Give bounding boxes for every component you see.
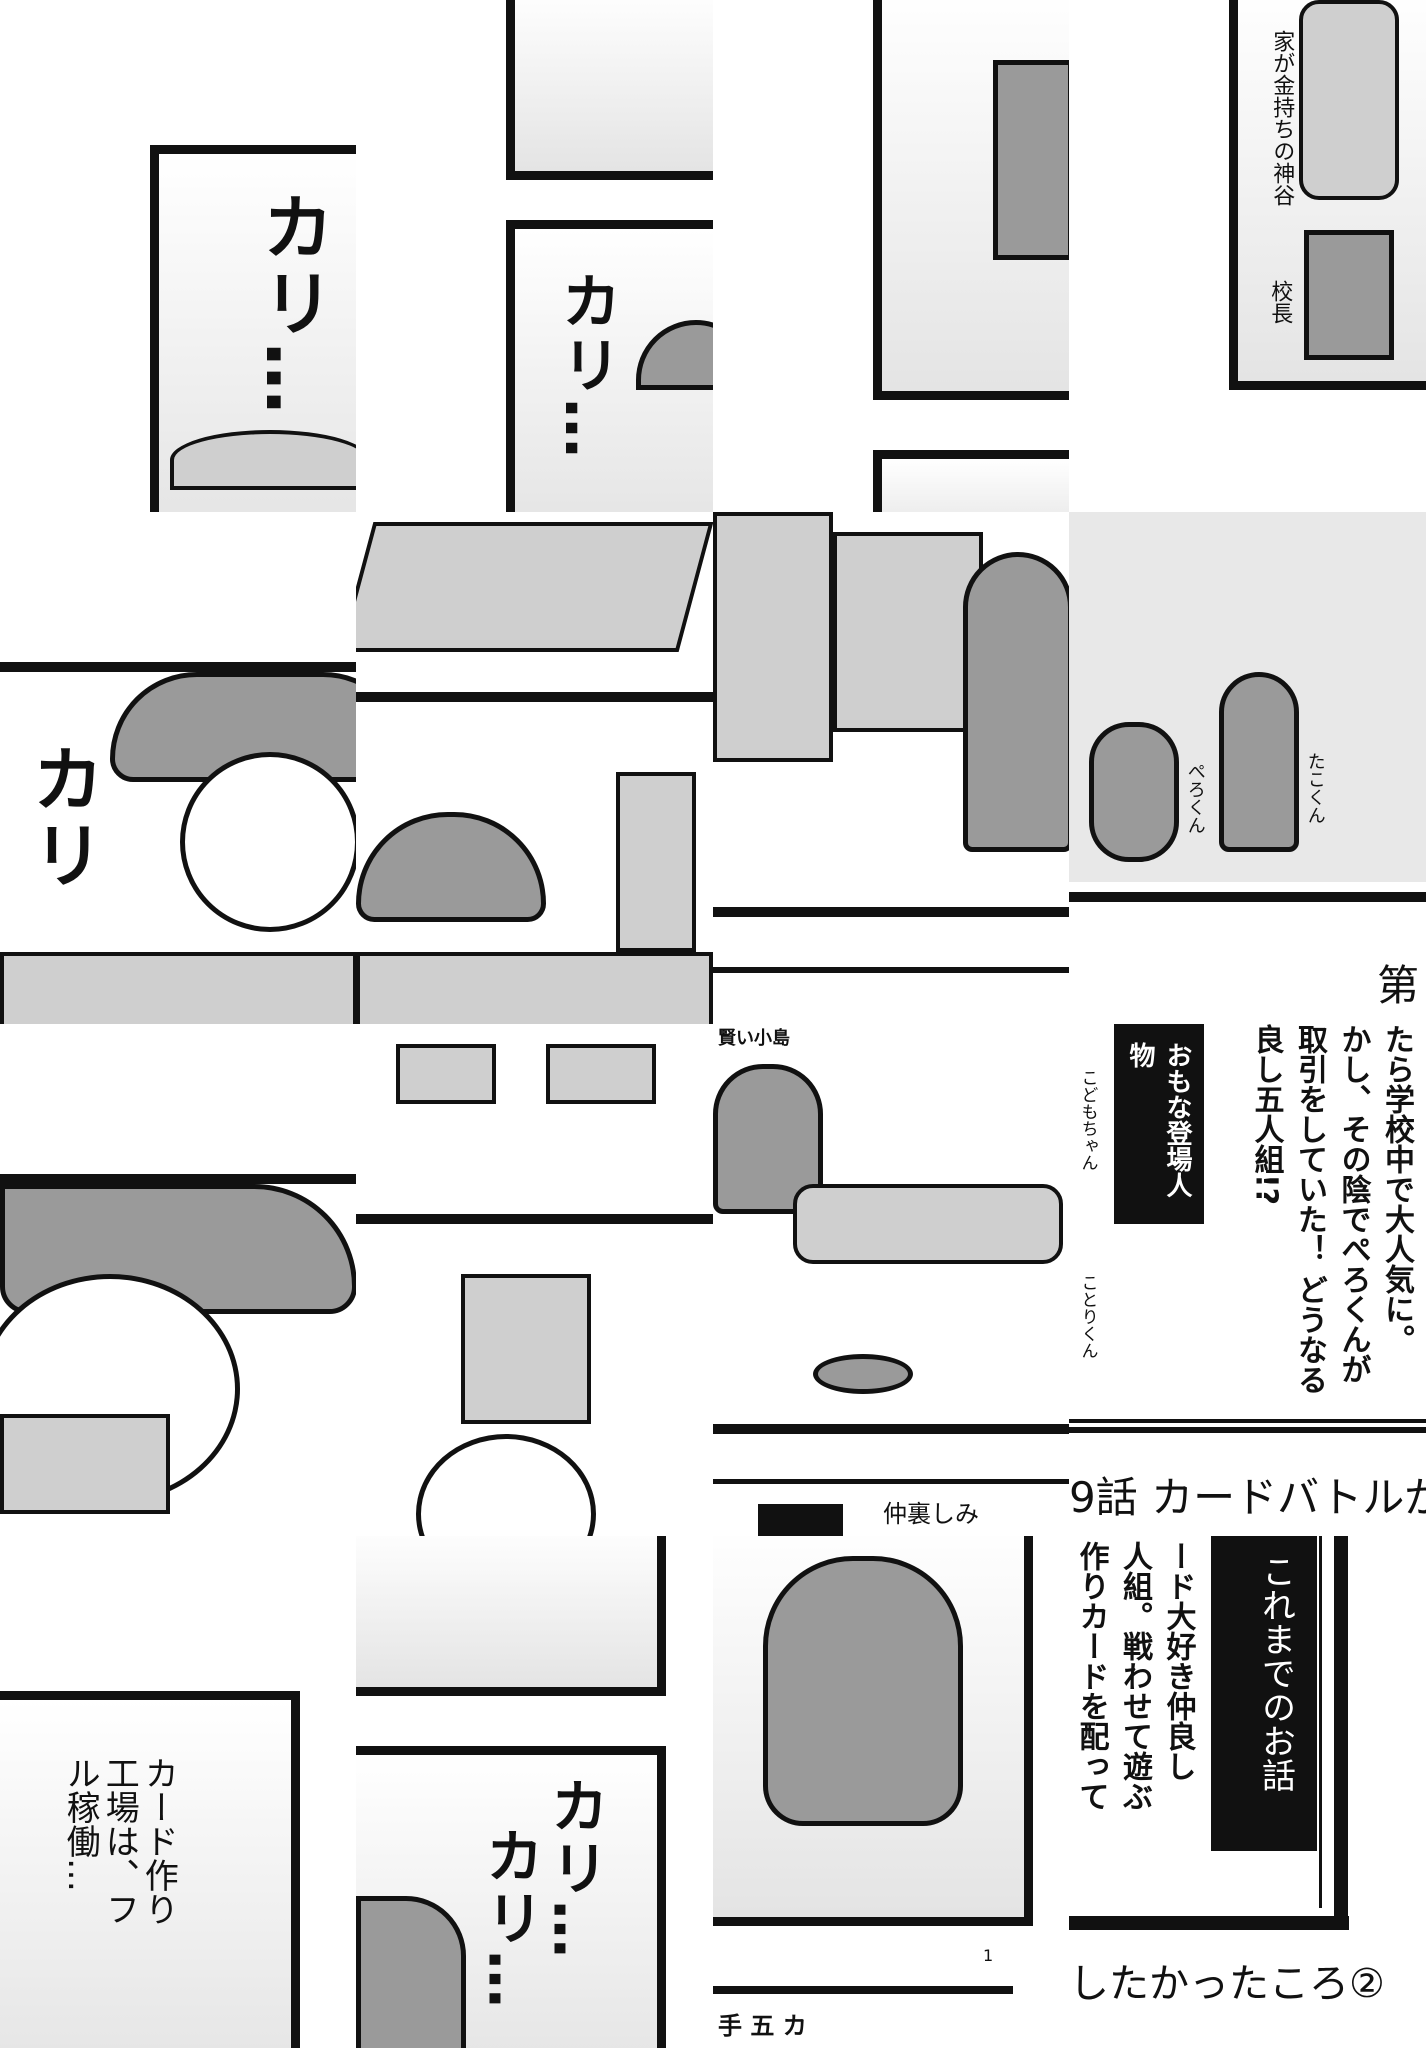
panel-tile: 賢い小島 仲裏しみ xyxy=(713,1024,1070,1536)
panel-tile xyxy=(713,512,1070,1024)
shelf-illustration xyxy=(616,772,696,952)
panel-border xyxy=(356,1214,713,1224)
principal-illustration xyxy=(1304,230,1394,360)
desk-illustration xyxy=(0,952,357,1024)
character-head xyxy=(416,1434,596,1536)
sound-effect: カリ… xyxy=(475,1826,544,2012)
panel-border xyxy=(356,692,713,702)
panel-tile: カリ… カリ… xyxy=(356,1536,713,2048)
shirt-illustration xyxy=(0,1414,170,1514)
sound-effect: カリ… xyxy=(551,270,621,462)
drawer-illustration xyxy=(833,532,983,732)
caption-principal: 校長 xyxy=(1267,280,1293,324)
tako-illustration xyxy=(1219,672,1299,852)
panel-border xyxy=(1069,892,1426,902)
panel-border xyxy=(713,1424,1070,1434)
story-summary: ード大好き仲良し 人組。戦わせて遊ぶ 作りカードを配って xyxy=(1073,1541,1196,1811)
book-illustration xyxy=(170,430,357,490)
caption-kojima: 賢い小島 xyxy=(718,1028,790,1049)
panel-frame xyxy=(873,450,1070,512)
characters-heading: おもな登場人物 xyxy=(1114,1024,1204,1224)
summary-fragment: 手 五 カ xyxy=(718,2012,807,2040)
hat-illustration xyxy=(356,812,546,922)
panel-tile xyxy=(0,1024,357,1536)
sound-effect: カリ… xyxy=(540,1776,609,1962)
panel-tile: カリ xyxy=(0,512,357,1024)
caption-rich-kid: 家が金持ちの神谷 xyxy=(1269,30,1295,206)
panel-tile xyxy=(713,0,1070,512)
character-illustration xyxy=(356,1896,466,2048)
story-heading: これまでのお話 xyxy=(1211,1536,1317,1851)
character-illustration xyxy=(1299,0,1399,200)
calendar-illustration xyxy=(461,1274,591,1424)
panel-border xyxy=(0,1174,357,1184)
panel-tile xyxy=(356,1024,713,1536)
panel-tile: 1 手 五 カ xyxy=(713,1536,1070,2048)
card-illustration xyxy=(546,1044,656,1104)
caption-card-factory: カード作り工場は、フル稼働… xyxy=(60,1756,179,1926)
character-illustration xyxy=(963,552,1070,852)
chapter-subtitle: したかったころ② xyxy=(1069,1961,1385,2007)
table-illustration xyxy=(793,1184,1063,1264)
panel-tile: カード作り工場は、フル稼働… xyxy=(0,1536,357,2048)
shelf-illustration xyxy=(993,60,1070,260)
desk-illustration xyxy=(356,952,713,1024)
chair-illustration xyxy=(713,512,833,762)
panel-frame xyxy=(0,1691,300,2048)
snack-bowl xyxy=(813,1354,913,1394)
panel-tile: 家が金持ちの神谷 校長 xyxy=(1069,0,1426,512)
dog-character-illustration xyxy=(763,1556,963,1826)
character-head xyxy=(180,752,357,932)
page-number: 1 xyxy=(983,1946,994,1965)
book-illustration xyxy=(356,522,713,652)
panel-tile xyxy=(356,512,713,1024)
chapter-prefix: 第 xyxy=(1377,961,1420,1010)
panel-border xyxy=(0,662,357,672)
panel-tile: これまでのお話 ード大好き仲良し 人組。戦わせて遊ぶ 作りカードを配って したか… xyxy=(1069,1536,1426,2048)
panel-tile: カリ… xyxy=(356,0,713,512)
name-tako: たこくん xyxy=(1304,752,1326,824)
sound-effect: カリ xyxy=(19,742,104,894)
panel-frame xyxy=(506,0,713,180)
chapter-title: 9話 カードバトルが xyxy=(1069,1473,1426,1522)
panel-border xyxy=(1069,1916,1349,1930)
panel-border xyxy=(713,1479,1070,1484)
name-kotori: ことりくん xyxy=(1077,1274,1098,1359)
sound-effect: カリ… xyxy=(249,190,334,418)
name-pero: ぺろくん xyxy=(1184,762,1206,834)
panel-border xyxy=(1069,1419,1426,1423)
panel-tile: おもな登場人物 こどもちゃん ことりくん たら学校中で大人気に。 かし、その陰で… xyxy=(1069,1024,1426,1536)
summary-fragment: 仲裏しみ xyxy=(883,1500,979,1528)
name-kodomo: こどもちゃん xyxy=(1077,1069,1098,1171)
panel-frame xyxy=(356,1536,666,1696)
panel-border xyxy=(713,907,1070,917)
summary-text: たら学校中で大人気に。 かし、その陰でぺろくんが 取引をしていた！ どうなる 良… xyxy=(1248,1024,1415,1395)
pero-illustration xyxy=(1089,722,1179,862)
panel-border xyxy=(1334,1536,1348,1930)
panel-border xyxy=(713,967,1070,973)
heading-box xyxy=(758,1504,843,1536)
panel-border xyxy=(713,1986,1013,1994)
panel-tile: ぺろくん たこくん 第 xyxy=(1069,512,1426,1024)
panel-tile: カリ… xyxy=(0,0,357,512)
card-illustration xyxy=(396,1044,496,1104)
panel-border xyxy=(1319,1536,1322,1908)
panel-border xyxy=(1069,1427,1426,1433)
